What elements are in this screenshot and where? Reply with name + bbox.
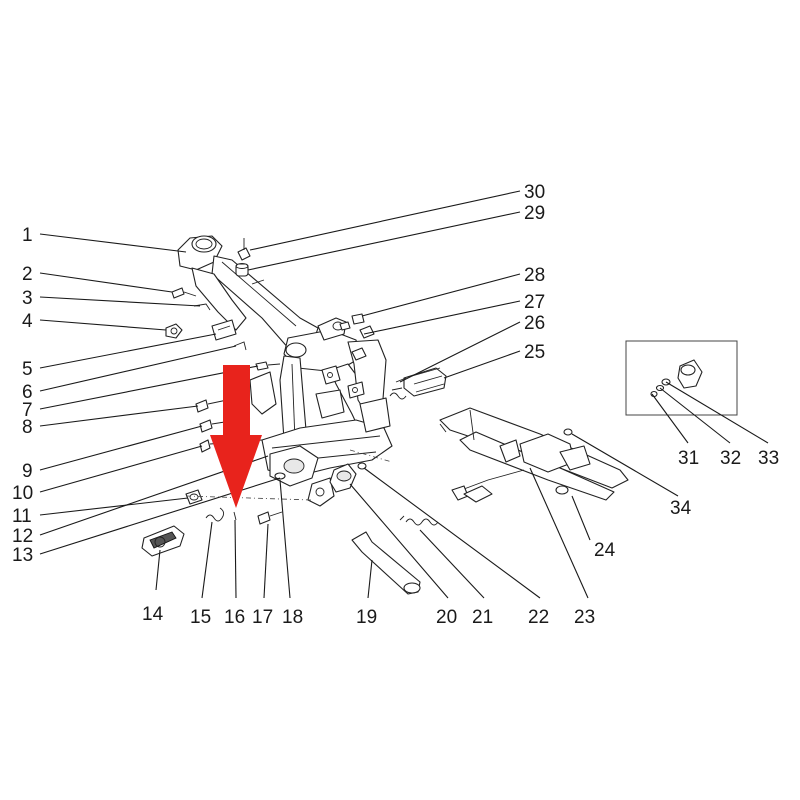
callout-12: 12	[12, 526, 33, 547]
callout-16: 16	[224, 607, 245, 628]
callout-31: 31	[678, 448, 699, 469]
callout-5: 5	[22, 359, 33, 380]
callout-19: 19	[356, 607, 377, 628]
callout-7: 7	[22, 400, 33, 421]
callout-1: 1	[22, 225, 33, 246]
callout-13: 13	[12, 545, 33, 566]
callout-17: 17	[252, 607, 273, 628]
callout-6: 6	[22, 382, 33, 403]
callout-2: 2	[22, 264, 33, 285]
callout-15: 15	[190, 607, 211, 628]
callout-9: 9	[22, 461, 33, 482]
callout-28: 28	[524, 265, 545, 286]
callout-34: 34	[670, 498, 692, 519]
sidestand	[351, 515, 439, 595]
callout-3: 3	[22, 288, 33, 309]
callout-8: 8	[22, 417, 33, 438]
inset-detail	[625, 340, 738, 416]
callout-labels: 1 2 3 4 5 6 7 8 9 10 11 12 13 14 15 16 1…	[12, 182, 779, 628]
callout-21: 21	[472, 607, 493, 628]
callout-27: 27	[524, 292, 545, 313]
callout-20: 20	[436, 607, 457, 628]
hardware-parts	[165, 238, 393, 525]
footpeg-left	[141, 525, 185, 557]
callout-23: 23	[574, 607, 595, 628]
callout-26: 26	[524, 313, 545, 334]
main-frame	[177, 235, 393, 507]
callout-14: 14	[142, 604, 164, 625]
rear-subframe	[439, 407, 629, 503]
callout-32: 32	[720, 448, 741, 469]
callout-24: 24	[594, 540, 616, 561]
callout-18: 18	[282, 607, 303, 628]
callout-30: 30	[524, 182, 545, 203]
callout-33: 33	[758, 448, 779, 469]
red-down-arrow-icon	[210, 365, 262, 508]
callout-10: 10	[12, 483, 33, 504]
callout-22: 22	[528, 607, 549, 628]
callout-29: 29	[524, 203, 545, 224]
callout-4: 4	[22, 311, 33, 332]
leader-lines	[39, 190, 769, 599]
callout-25: 25	[524, 342, 545, 363]
callout-11: 11	[12, 506, 32, 527]
